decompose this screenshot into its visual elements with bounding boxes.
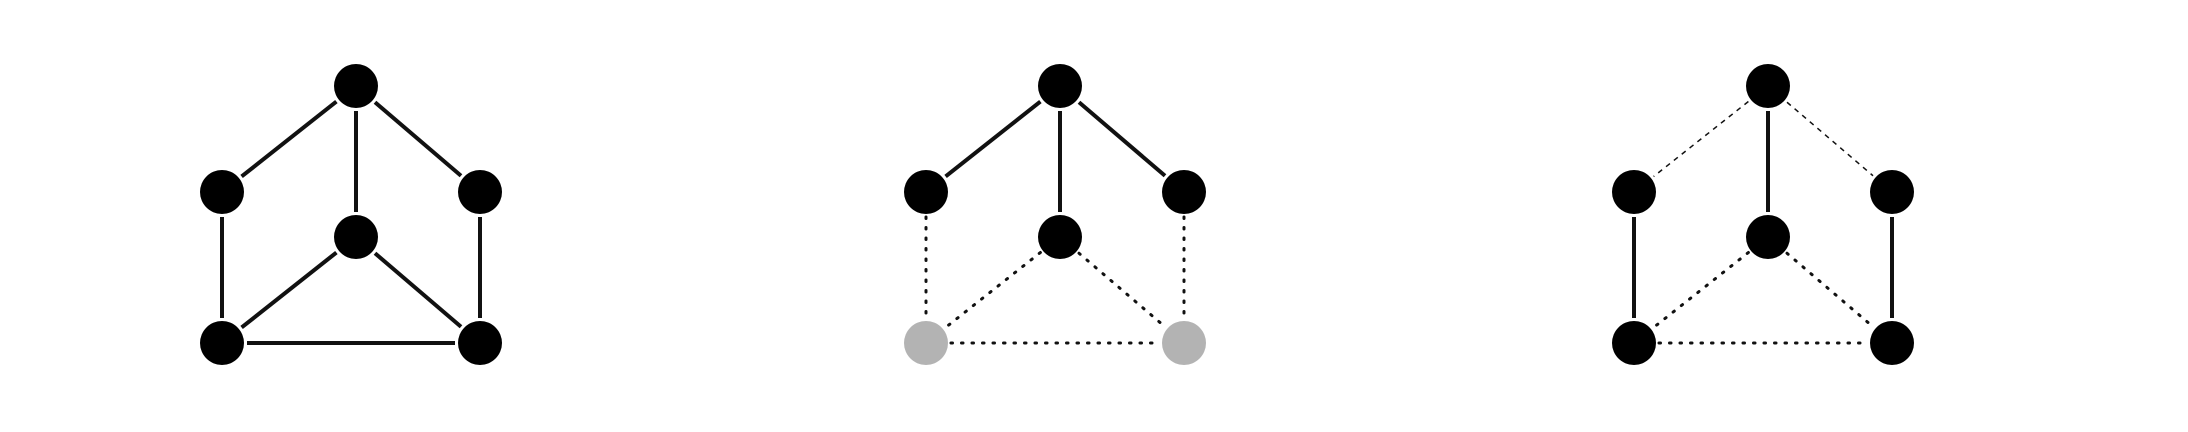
node-center [334,215,378,259]
node-upper-left [904,170,948,214]
node-upper-right [1162,170,1206,214]
node-lower-right [1870,321,1914,365]
node-upper-left [1612,170,1656,214]
edge-center-lower-left [944,251,1042,329]
graph-c [1612,64,1914,365]
node-lower-right [1162,321,1206,365]
node-center [1746,215,1790,259]
node-top [1038,64,1082,108]
node-upper-right [458,170,502,214]
node-top [334,64,378,108]
graph-b [904,64,1206,365]
node-upper-left [200,170,244,214]
edge-top-upper-left [1653,100,1749,178]
node-lower-right [458,321,502,365]
edge-top-upper-left [944,99,1042,179]
edge-top-upper-left [240,99,338,179]
edge-center-lower-left [1652,251,1750,329]
edge-center-lower-left [240,250,338,330]
edge-center-lower-right [1077,251,1167,329]
node-lower-left [1612,321,1656,365]
edge-top-upper-right [1077,100,1167,178]
edge-center-lower-right [1785,251,1875,329]
node-lower-left [904,321,948,365]
edge-top-upper-right [1786,101,1874,177]
edge-top-upper-right [373,100,463,178]
node-top [1746,64,1790,108]
node-lower-left [200,321,244,365]
edge-center-lower-right [373,251,463,329]
node-center [1038,215,1082,259]
graph-a [200,64,502,365]
node-upper-right [1870,170,1914,214]
